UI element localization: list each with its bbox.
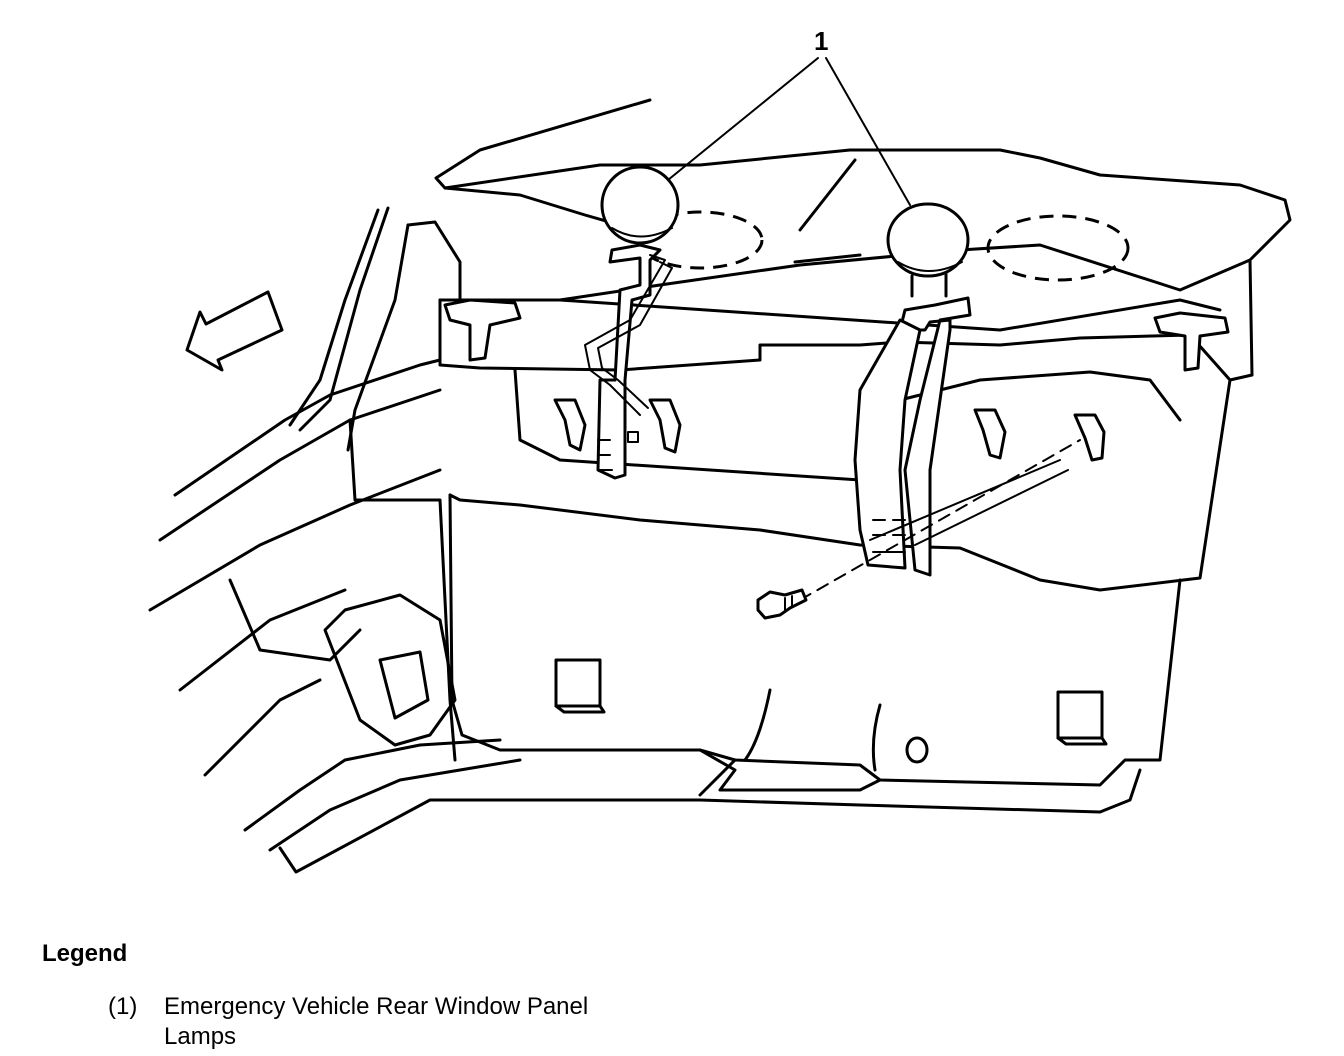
cutout-left-1	[553, 398, 587, 452]
left-bracket-clip	[627, 431, 639, 443]
package-shelf-front	[438, 298, 1222, 332]
seat-belt-housing	[323, 593, 457, 747]
floor-edge-left	[243, 738, 522, 852]
legend-list: (1) Emergency Vehicle Rear Window Panel …	[108, 992, 604, 1052]
callout-leader-left	[667, 57, 819, 181]
left-lamp-bracket	[596, 243, 662, 480]
door-sill-left	[148, 468, 442, 777]
legend-item: (1) Emergency Vehicle Rear Window Panel …	[108, 992, 604, 1052]
floor-step	[698, 748, 882, 797]
speaker-outline-right	[986, 214, 1130, 282]
lamp-installation-diagram: 1	[148, 26, 1292, 874]
mounting-bolt	[756, 588, 808, 620]
cutout-left-2	[648, 398, 682, 454]
bulkhead-recess	[513, 368, 1182, 482]
tie-down-left	[443, 298, 522, 362]
interior-panel-left	[228, 418, 457, 762]
callout-number: 1	[814, 26, 828, 56]
drain-hole	[905, 736, 929, 764]
right-lamp	[886, 202, 970, 278]
c-pillar-left	[288, 206, 410, 452]
legend-item-text: Emergency Vehicle Rear Window Panel Lamp…	[164, 993, 589, 1050]
front-direction-arrow	[185, 290, 284, 372]
callout-leader-right	[825, 57, 911, 206]
seat-belt-slot	[378, 650, 430, 720]
right-lamp-bracket-arm	[853, 318, 922, 570]
bolt-alignment-line-1	[799, 439, 1081, 601]
left-lamp	[600, 165, 680, 245]
door-frame-left	[158, 358, 442, 542]
bulkhead-top-edge	[438, 298, 1254, 382]
bolt-alignment-line-2	[869, 459, 1069, 546]
right-bracket-holes	[872, 519, 906, 553]
right-lamp-bracket	[898, 296, 972, 577]
sill-plate-left	[278, 768, 1142, 874]
cutout-right-1	[973, 408, 1007, 460]
bulkhead-lower-panel	[448, 493, 1182, 787]
panel-arch	[743, 688, 882, 772]
knockout-right	[1056, 690, 1104, 740]
bulkhead-main-panel	[448, 378, 1232, 592]
rear-window-upper-edge	[443, 148, 1292, 377]
left-lamp-wire	[584, 254, 673, 416]
left-lamp-rim	[611, 227, 673, 238]
legend-title: Legend	[42, 940, 128, 967]
cutout-right-2	[1073, 413, 1106, 462]
side-trim-left	[406, 220, 462, 302]
right-lamp-stem	[910, 272, 948, 298]
shelf-ridge	[793, 158, 862, 264]
knockout-right-shade	[1056, 736, 1108, 746]
legend-item-number: (1)	[108, 993, 138, 1020]
knockout-left-shade	[554, 704, 606, 714]
left-bracket-holes	[597, 439, 613, 471]
bolt-thread	[784, 595, 793, 611]
tie-down-right	[1153, 311, 1230, 372]
knockout-left	[554, 658, 602, 708]
right-lamp-rim	[897, 261, 963, 272]
